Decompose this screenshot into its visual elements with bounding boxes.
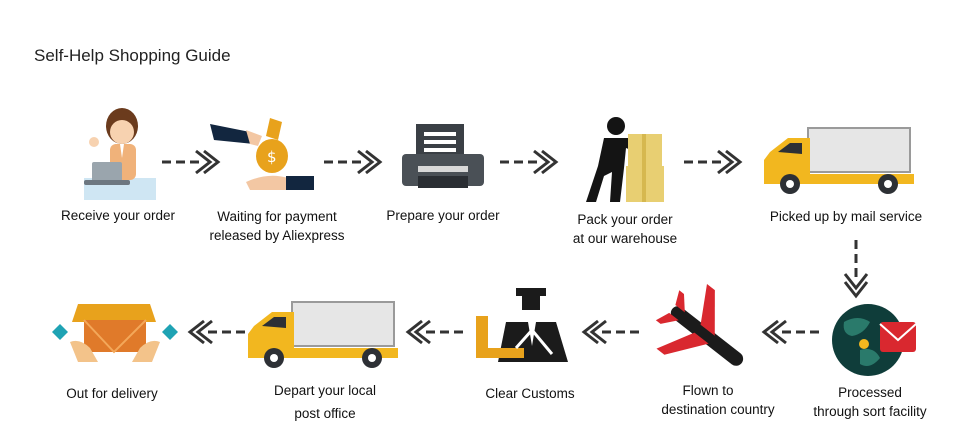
arrow-left-icon xyxy=(405,319,464,345)
step-label-line1: Pack your order xyxy=(577,212,673,227)
step-label-line1: Processed xyxy=(838,385,902,400)
arrow-down-icon xyxy=(843,240,869,299)
delivery-truck-icon xyxy=(248,301,398,368)
step-label-line1: Waiting for payment xyxy=(217,209,337,224)
step-label-line2: through sort facility xyxy=(813,404,927,419)
package-hands-icon xyxy=(52,304,178,362)
arrow-right-icon xyxy=(324,149,383,175)
step-label: Prepare your order xyxy=(386,208,500,223)
step-label: Clear Customs xyxy=(485,386,575,401)
step-label-line2: at our warehouse xyxy=(572,231,678,246)
payment-handover-icon: $ xyxy=(210,118,314,190)
step-label-line1: Flown to xyxy=(682,383,734,398)
step-label-line2: destination country xyxy=(661,402,775,417)
packing-worker-icon xyxy=(586,117,664,202)
arrow-right-icon xyxy=(162,149,221,175)
step-label: Receive your order xyxy=(60,208,176,223)
customs-officer-icon xyxy=(476,288,568,362)
sort-facility-globe-icon xyxy=(832,304,917,376)
step-label: Out for delivery xyxy=(66,386,158,401)
page-title: Self-Help Shopping Guide xyxy=(34,46,231,65)
step-label-line2: released by Aliexpress xyxy=(209,228,345,243)
delivery-truck-icon xyxy=(764,127,914,194)
step-label-line2: post office xyxy=(294,406,356,421)
airplane-icon xyxy=(655,284,744,366)
printer-icon xyxy=(402,124,484,188)
arrow-left-icon xyxy=(761,319,820,345)
svg-text:$: $ xyxy=(267,148,277,166)
arrow-left-icon xyxy=(187,319,246,345)
step-label: Picked up by mail service xyxy=(769,209,923,224)
arrow-left-icon xyxy=(581,319,640,345)
customer-laptop-icon xyxy=(84,108,156,200)
arrow-right-icon xyxy=(500,149,559,175)
arrow-right-icon xyxy=(684,149,743,175)
step-label-line1: Depart your local xyxy=(273,383,377,398)
